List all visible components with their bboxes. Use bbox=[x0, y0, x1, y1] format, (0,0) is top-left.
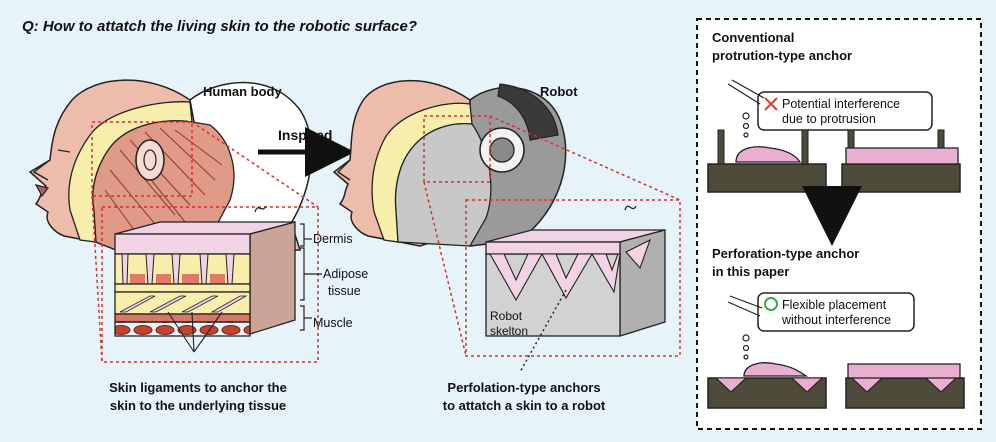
adipose-label-line2: tissue bbox=[328, 284, 361, 298]
check-circle-icon bbox=[764, 297, 778, 311]
human-caption-line2: skin to the underlying tissue bbox=[110, 398, 286, 413]
bubble-top-line2: due to protrusion bbox=[782, 112, 876, 126]
robot-caption-line2: to attatch a skin to a robot bbox=[443, 398, 606, 413]
robot-head-illustration bbox=[332, 80, 567, 247]
inspired-label: Inspired bbox=[278, 127, 332, 143]
robot-caption-line1: Perfolation-type anchors bbox=[447, 380, 600, 395]
dermis-label: Dermis bbox=[313, 232, 353, 246]
robot-skin-block bbox=[485, 205, 666, 373]
bubble-bottom-line2: without interference bbox=[781, 313, 891, 327]
bubble-top bbox=[727, 79, 933, 138]
muscle-region bbox=[92, 120, 235, 251]
bubble-bottom bbox=[727, 292, 915, 360]
muscle-label: Muscle bbox=[313, 316, 353, 330]
bubble-top-line1: Potential interference bbox=[782, 97, 900, 111]
robot-title: Robot bbox=[540, 84, 578, 99]
human-caption-line1: Skin ligaments to anchor the bbox=[109, 380, 287, 395]
adipose-label-line1: Adipose bbox=[323, 267, 368, 281]
bubble-bottom-line1: Flexible placement bbox=[782, 298, 887, 312]
robot-zoom-lines bbox=[423, 115, 681, 357]
cross-icon bbox=[764, 97, 778, 111]
human-head-illustration bbox=[28, 79, 313, 251]
human-zoom-lines bbox=[91, 121, 319, 363]
lips bbox=[34, 184, 50, 198]
anchor-pointer bbox=[519, 289, 567, 373]
muscle-layer bbox=[114, 313, 251, 323]
ear bbox=[135, 139, 165, 181]
conventional-title-line2: protrution-type anchor bbox=[712, 48, 852, 63]
dermis-layer bbox=[114, 233, 251, 255]
human-title: Human body bbox=[203, 84, 282, 99]
perforation-title-line1: Perforation-type anchor bbox=[712, 246, 859, 261]
robot-ear-inner bbox=[489, 137, 515, 163]
perforation-illustration bbox=[707, 362, 965, 409]
human-skin-block bbox=[114, 205, 322, 353]
conventional-title-line1: Conventional bbox=[712, 30, 794, 45]
robot-skeleton-label-line2: skelton bbox=[490, 324, 528, 338]
question-title: Q: How to attatch the living skin to the… bbox=[22, 18, 417, 35]
robot-skeleton-label-line1: Robot bbox=[490, 309, 523, 323]
perforation-title-line2: in this paper bbox=[712, 264, 789, 279]
